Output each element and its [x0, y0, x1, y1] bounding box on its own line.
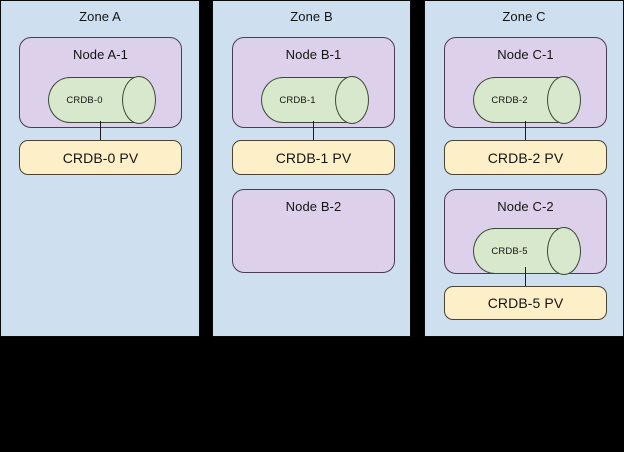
node-c-1[interactable]: Node C-1 CRDB-2	[444, 37, 607, 128]
node-a-1[interactable]: Node A-1 CRDB-0	[19, 37, 182, 128]
database-cylinder-crdb-2[interactable]: CRDB-2	[473, 76, 581, 124]
database-label-crdb-5: CRDB-5	[491, 245, 528, 257]
node-c-2[interactable]: Node C-2 CRDB-5	[444, 189, 607, 275]
zone-c[interactable]: Zone C Node C-1 CRDB-2 CRDB-2 PV Node C-…	[424, 0, 624, 337]
node-c-2-title: Node C-2	[497, 199, 554, 214]
zone-b-title: Zone B	[290, 9, 333, 24]
node-b-2[interactable]: Node B-2	[232, 189, 395, 273]
pv-crdb-1[interactable]: CRDB-1 PV	[232, 140, 395, 175]
database-cylinder-crdb-1[interactable]: CRDB-1	[261, 76, 369, 124]
cylinder-cap	[547, 227, 581, 275]
cylinder-cap	[122, 76, 156, 124]
node-a-1-title: Node A-1	[72, 47, 128, 62]
node-b-2-title: Node B-2	[285, 199, 342, 214]
connector-node-a-1-to-crdb-0-pv	[100, 121, 101, 140]
database-cylinder-crdb-5[interactable]: CRDB-5	[473, 227, 581, 275]
zone-a-title: Zone A	[79, 9, 121, 24]
node-c-1-title: Node C-1	[497, 47, 554, 62]
database-label-crdb-0: CRDB-0	[66, 94, 103, 106]
zone-b[interactable]: Zone B Node B-1 CRDB-1 CRDB-1 PV Node B-…	[212, 0, 411, 337]
database-label-crdb-2: CRDB-2	[491, 94, 528, 106]
pv-crdb-5[interactable]: CRDB-5 PV	[444, 286, 607, 320]
cylinder-cap	[335, 76, 369, 124]
node-b-1[interactable]: Node B-1 CRDB-1	[232, 37, 395, 128]
node-b-1-title: Node B-1	[285, 47, 342, 62]
database-cylinder-crdb-0[interactable]: CRDB-0	[48, 76, 156, 124]
zone-c-title: Zone C	[502, 9, 546, 24]
connector-node-c-2-to-crdb-5-pv	[525, 267, 526, 286]
pv-crdb-0[interactable]: CRDB-0 PV	[19, 140, 182, 175]
database-label-crdb-1: CRDB-1	[279, 94, 316, 106]
pv-crdb-2[interactable]: CRDB-2 PV	[444, 140, 607, 175]
connector-node-c-1-to-crdb-2-pv	[525, 121, 526, 140]
cylinder-cap	[547, 76, 581, 124]
zone-a[interactable]: Zone A Node A-1 CRDB-0 CRDB-0 PV	[0, 0, 200, 337]
connector-node-b-1-to-crdb-1-pv	[313, 121, 314, 140]
